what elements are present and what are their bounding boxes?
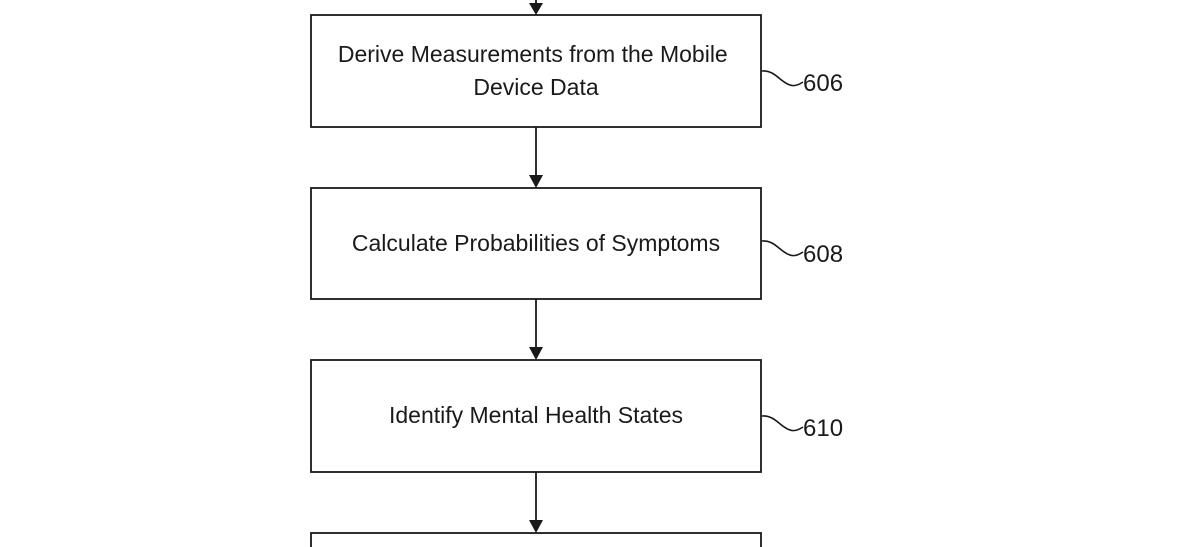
- next-step-box: [310, 532, 762, 547]
- step-608-label-line-1: Calculate Probabilities of Symptoms: [352, 230, 720, 256]
- step-610-label-line-1: Identify Mental Health States: [389, 402, 683, 428]
- arrow-608-to-610: [529, 299, 543, 360]
- step-608: Calculate Probabilities of Symptoms 608: [310, 187, 843, 300]
- step-610-leader: [761, 415, 804, 432]
- step-606-label-line-2: Device Data: [473, 74, 598, 100]
- step-608-leader: [761, 240, 804, 257]
- step-610-ref: 610: [803, 415, 843, 442]
- incoming-arrow: [529, 0, 543, 15]
- step-608-label: Calculate Probabilities of Symptoms: [352, 230, 720, 256]
- next-step: [310, 532, 762, 547]
- arrow-606-to-608: [529, 127, 543, 188]
- step-606-box: [310, 14, 762, 128]
- step-606-label-line-1: Derive Measurements from the Mobile: [338, 41, 728, 67]
- step-606-ref: 606: [803, 70, 843, 97]
- step-606-leader: [761, 70, 804, 87]
- step-606-label: Derive Measurements from the Mobile Devi…: [338, 41, 734, 100]
- step-610: Identify Mental Health States 610: [310, 359, 843, 473]
- arrow-610-to-next: [529, 472, 543, 533]
- step-608-box: [310, 187, 762, 300]
- step-608-ref: 608: [803, 241, 843, 268]
- step-606: Derive Measurements from the Mobile Devi…: [310, 14, 843, 128]
- step-610-label: Identify Mental Health States: [389, 402, 683, 428]
